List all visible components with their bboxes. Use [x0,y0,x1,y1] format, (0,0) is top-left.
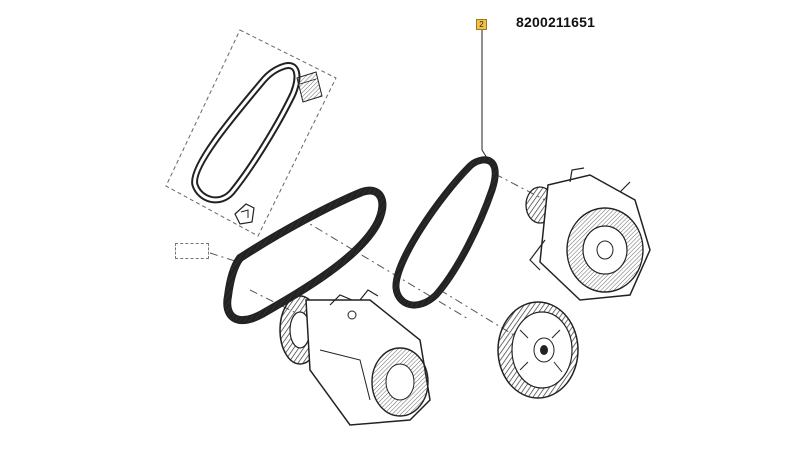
clip-icon[interactable] [234,203,255,225]
alternator-icon[interactable] [525,167,651,301]
unlabeled-callout-box [175,243,209,259]
kit-belt-icon[interactable] [191,62,301,204]
crankshaft-pulley-icon[interactable] [497,301,579,399]
alternator-belt-icon[interactable] [392,156,499,309]
kit-outline [165,29,337,237]
leaflet-icon[interactable] [296,71,323,103]
callout-badge[interactable]: 2 [476,19,487,30]
compressor-belt-icon[interactable] [223,186,387,324]
callout-leader [481,30,493,167]
ac-compressor-icon[interactable] [279,289,431,426]
part-number[interactable]: 8200211651 [516,14,596,30]
